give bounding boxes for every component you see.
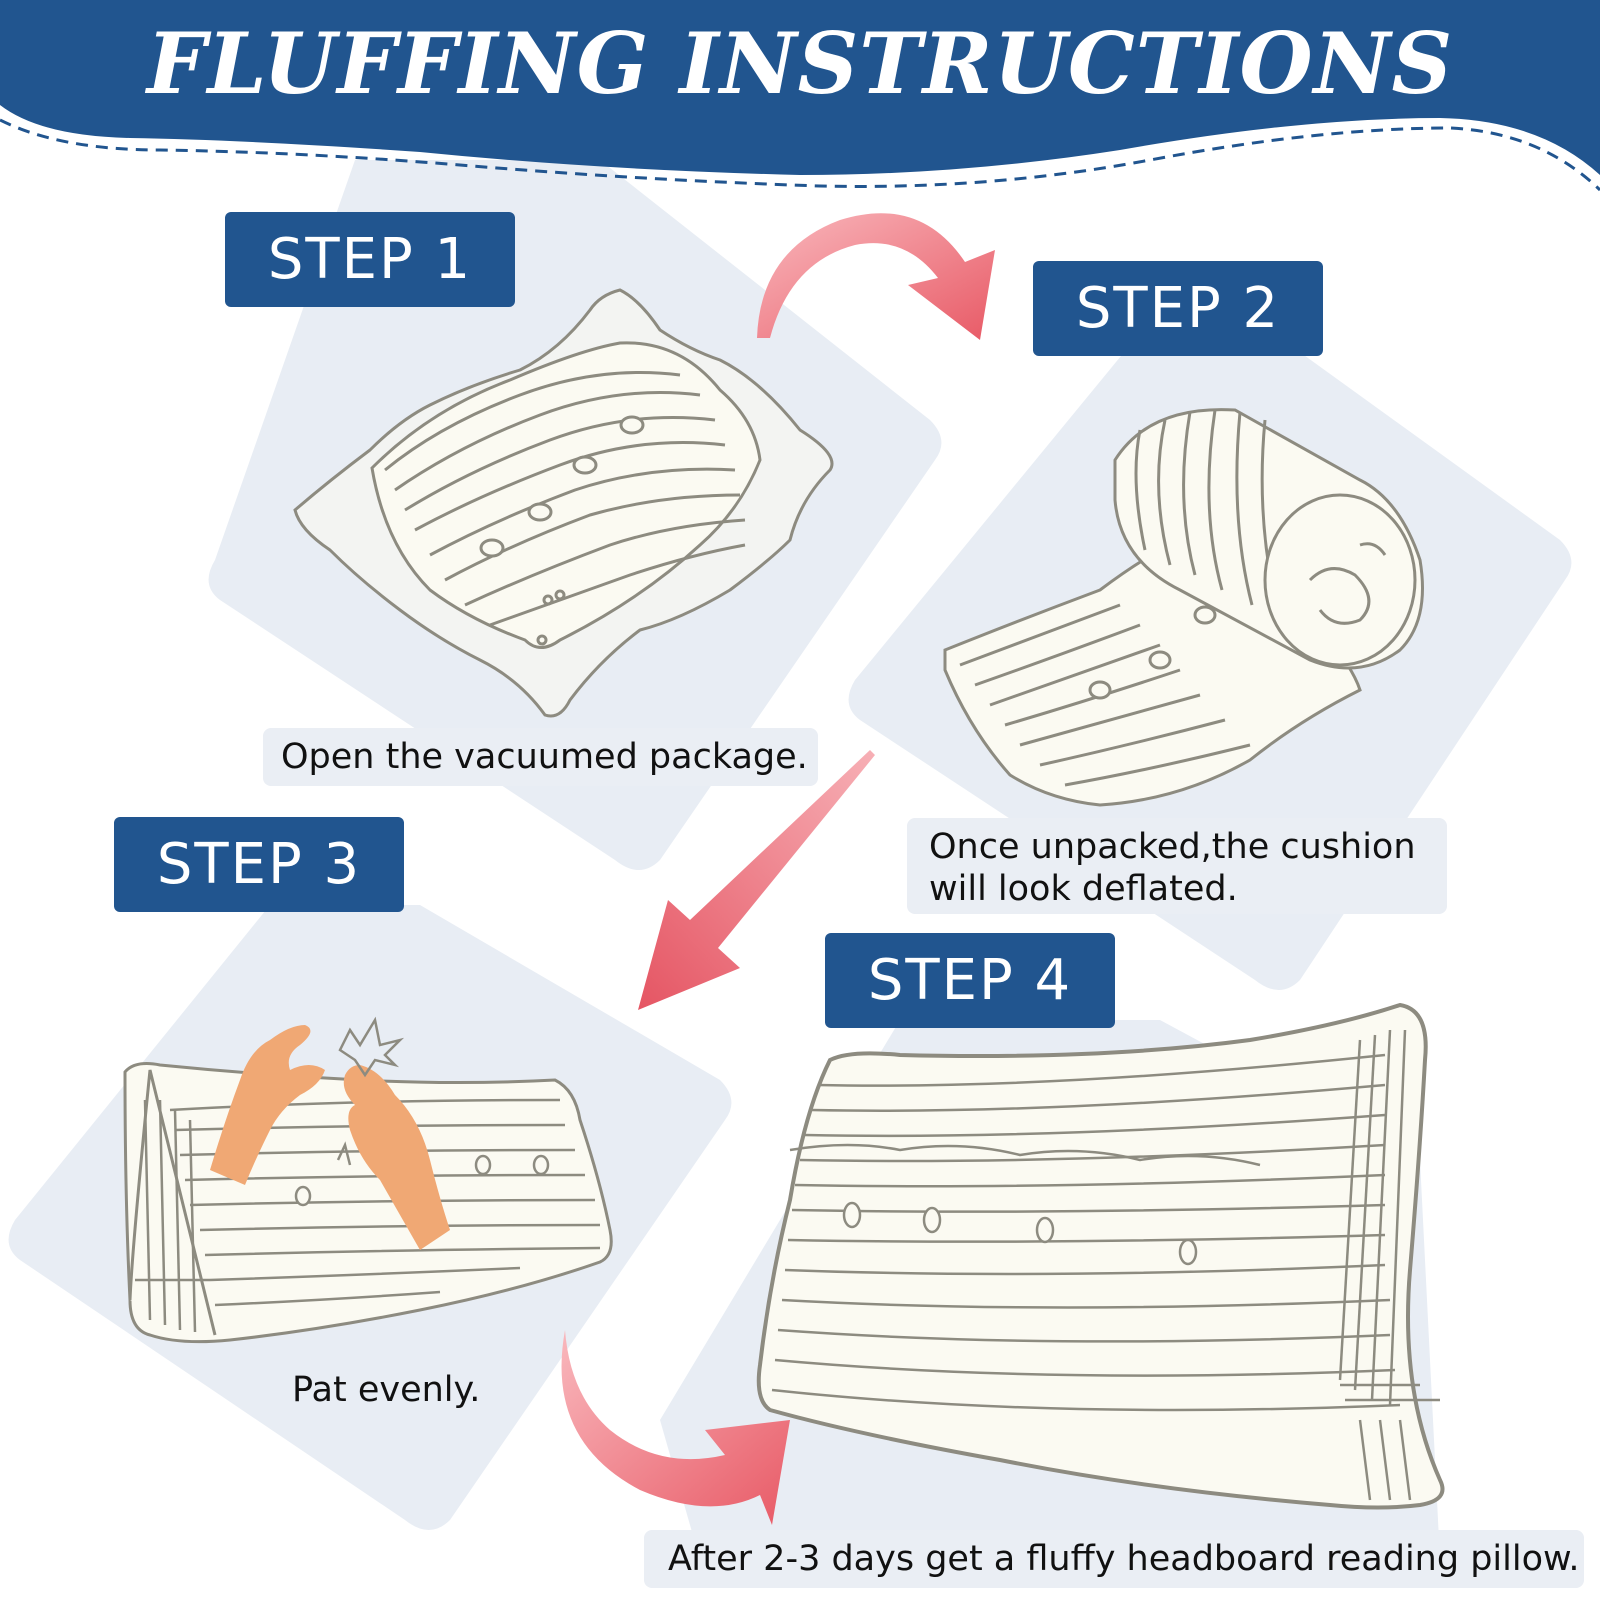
hands-patting-pillow-icon (123, 1016, 613, 1344)
arrow-step2-to-step3-icon (638, 750, 875, 1010)
step-2-caption-line1: Once unpacked,the cushion (929, 827, 1416, 867)
header-banner (0, 0, 1600, 192)
step-3-badge: STEP 3 (114, 817, 404, 912)
step-2-badge: STEP 2 (1033, 261, 1323, 356)
fluffy-wedge-pillow-icon (756, 1002, 1445, 1510)
page-title: FLUFFING INSTRUCTIONS (146, 14, 1454, 113)
step-2-caption: Once unpacked,the cushion will look defl… (907, 818, 1447, 914)
step-4-caption: After 2-3 days get a fluffy headboard re… (644, 1530, 1584, 1588)
step-1-badge: STEP 1 (225, 212, 515, 307)
step-2-caption-line2: will look deflated. (929, 869, 1238, 909)
arrow-step3-to-step4-icon (561, 1330, 790, 1525)
step-4-badge: STEP 4 (825, 933, 1115, 1028)
rolled-cushion-icon (943, 408, 1424, 807)
vacuum-packed-pillow-icon (293, 288, 834, 718)
step-1-caption: Open the vacuumed package. (263, 728, 818, 786)
step-3-caption: Pat evenly. (292, 1370, 481, 1410)
arrow-step1-to-step2-icon (757, 213, 995, 340)
